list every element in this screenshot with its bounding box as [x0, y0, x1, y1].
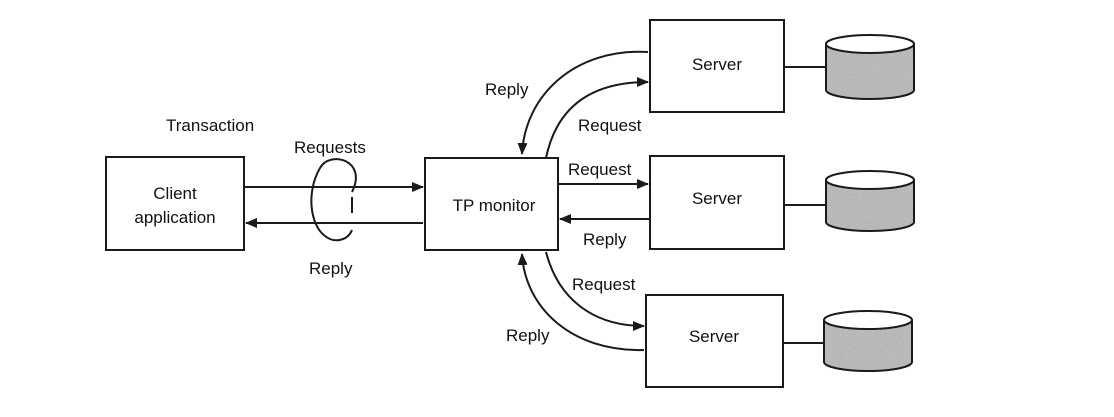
- transaction-loop: [310, 158, 357, 242]
- transaction-label: Transaction: [166, 116, 254, 135]
- server-box-1: [649, 19, 785, 113]
- server3-reply-arrow: [517, 253, 645, 352]
- server-box-2: [649, 155, 785, 250]
- server1-reply-arrow: [517, 50, 649, 155]
- database-icon: [825, 170, 915, 232]
- server2-request-label: Request: [568, 160, 632, 179]
- server3-request-label: Request: [572, 275, 636, 294]
- server1-request-label: Request: [578, 116, 642, 135]
- requests-label: Requests: [294, 138, 366, 157]
- server-box-3: [645, 294, 784, 388]
- server1-reply-label: Reply: [485, 80, 529, 99]
- server3-reply-label: Reply: [506, 326, 550, 345]
- tp-monitor-label: TP monitor: [453, 196, 536, 215]
- server3-request-arrow: [545, 251, 645, 331]
- tp-monitor-box: [424, 157, 559, 251]
- server-label-2: Server: [692, 189, 742, 208]
- client-label-line1: Client: [153, 184, 197, 203]
- client-label-line2: application: [134, 208, 215, 227]
- database-icon: [825, 34, 915, 100]
- database-icon: [823, 310, 913, 372]
- server1-request-arrow: [545, 77, 649, 159]
- server-label-1: Server: [692, 55, 742, 74]
- server2-reply-label: Reply: [583, 230, 627, 249]
- client-application-box: [105, 156, 245, 251]
- client-reply-label: Reply: [309, 259, 353, 278]
- server-label-3: Server: [689, 327, 739, 346]
